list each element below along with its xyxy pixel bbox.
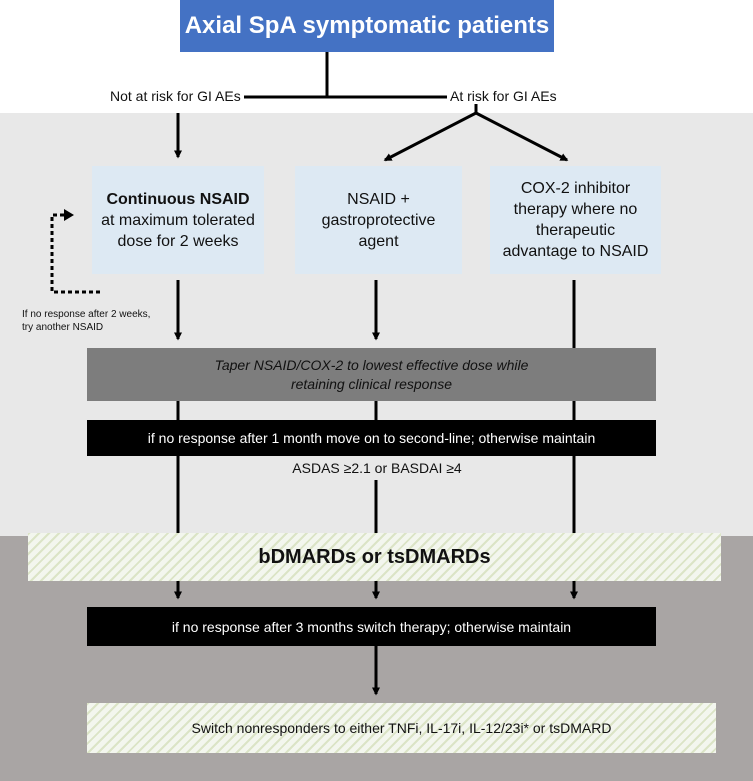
cox-line3: therapeutic [535,222,616,239]
title-box: Axial SpA symptomatic patients [180,0,554,52]
retry-note-line2: try another NSAID [22,322,104,333]
cox-line4: advantage to NSAID [502,243,649,260]
gastro-line2: gastroprotective [321,211,436,229]
cox-line1: COX-2 inhibitor [520,180,631,197]
label-at-risk: At risk for GI AEs [447,88,560,104]
taper-box: Taper NSAID/COX-2 to lowest effective do… [87,348,656,401]
nsaid-line1: at maximum tolerated [101,211,255,229]
label-not-at-risk: Not at risk for GI AEs [107,88,244,104]
taper-line2: retaining clinical response [290,375,453,392]
taper-line1: Taper NSAID/COX-2 to lowest effective do… [214,356,529,373]
nsaid-title: Continuous NSAID [106,190,250,208]
continuous-nsaid-box: Continuous NSAID at maximum tolerated do… [92,166,264,274]
retry-loop [50,213,100,294]
second-line-rule-box: if no response after 3 months switch the… [87,607,656,646]
switch-box: Switch nonresponders to either TNFi, IL-… [87,703,716,753]
cox-line2: therapy where no [513,201,638,218]
second-line-box: bDMARDs or tsDMARDs [28,533,721,581]
retry-loop-head [64,209,74,221]
arrow-to-gastro [383,111,477,162]
retry-note-line1: If no response after 2 weeks, [22,309,151,320]
first-line-rule-box: if no response after 1 month move on to … [87,420,656,456]
gastro-line3: agent [358,232,399,250]
retry-note: If no response after 2 weeks, try anothe… [22,308,150,334]
criteria-label: ASDAS ≥2.1 or BASDAI ≥4 [208,456,546,480]
gastroprotective-box: NSAID + gastroprotective agent [295,166,462,274]
gastro-line1: NSAID + [347,190,410,208]
cox2-box: COX-2 inhibitor therapy where no therape… [490,166,661,274]
arrow-to-cox [475,111,569,162]
nsaid-line2: dose for 2 weeks [117,232,239,250]
